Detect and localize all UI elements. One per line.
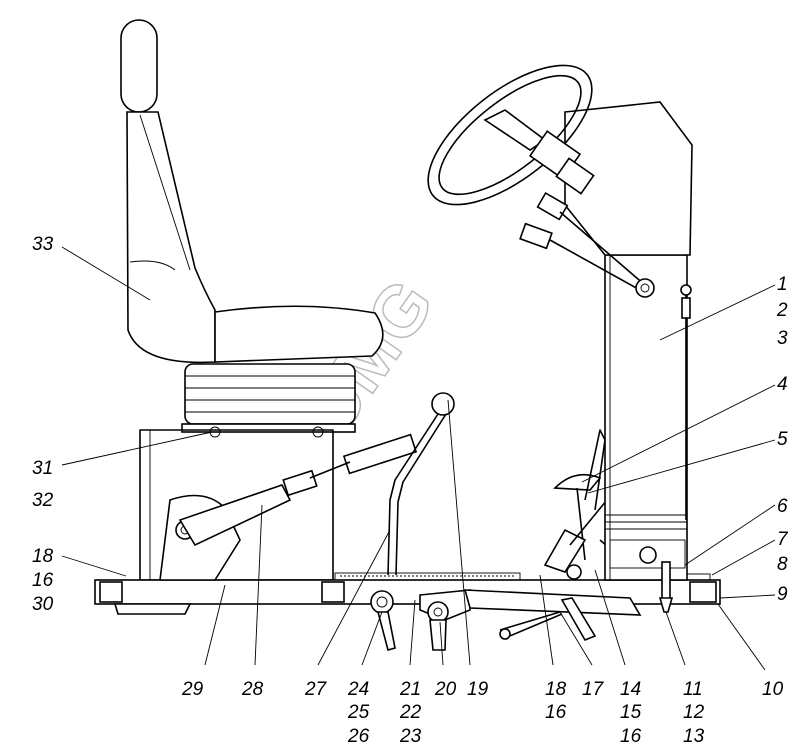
label-16: 16 (32, 570, 54, 591)
seat-bellows (184, 363, 356, 425)
label-11: 11 (683, 679, 703, 700)
hand-levers (519, 191, 655, 298)
label-4: 4 (777, 374, 788, 395)
label-21: 21 (399, 679, 421, 700)
label-22: 22 (399, 702, 422, 723)
label-29: 29 (181, 679, 204, 700)
label-7: 7 (777, 529, 789, 550)
label-9: 9 (777, 584, 788, 605)
label-6: 6 (777, 496, 788, 517)
label-24: 24 (347, 679, 369, 700)
label-12: 12 (683, 702, 705, 723)
leader-lines (61, 246, 776, 671)
steering-wheel (427, 64, 595, 206)
label-33: 33 (32, 234, 54, 255)
label-19: 19 (467, 679, 489, 700)
label-10: 10 (762, 679, 784, 700)
label-14: 14 (620, 679, 641, 700)
label-5: 5 (777, 429, 788, 450)
gear-lever (387, 392, 455, 576)
pedal-lever-mechanism (159, 433, 418, 581)
label-32: 32 (32, 490, 54, 511)
label-16-b: 16 (545, 702, 567, 723)
label-18-b: 18 (545, 679, 567, 700)
label-31: 31 (32, 458, 53, 479)
label-3: 3 (777, 328, 788, 349)
label-16-c: 16 (620, 726, 642, 747)
label-25: 25 (347, 702, 370, 723)
control-column (564, 101, 693, 613)
seat (120, 19, 384, 438)
label-18: 18 (32, 546, 54, 567)
label-26: 26 (347, 726, 370, 747)
label-27: 27 (304, 679, 328, 700)
label-2: 2 (776, 300, 788, 321)
callout-labels: 33 31 32 18 16 30 29 28 27 24 25 26 21 2… (32, 234, 789, 747)
label-17: 17 (582, 679, 605, 700)
label-1: 1 (777, 274, 788, 295)
label-23: 23 (399, 726, 422, 747)
label-28: 28 (241, 679, 264, 700)
label-13: 13 (683, 726, 705, 747)
label-8: 8 (777, 554, 788, 575)
label-15: 15 (620, 702, 642, 723)
pedals (543, 429, 626, 581)
floor-linkage (370, 589, 642, 651)
label-20: 20 (434, 679, 457, 700)
label-30: 30 (32, 594, 54, 615)
